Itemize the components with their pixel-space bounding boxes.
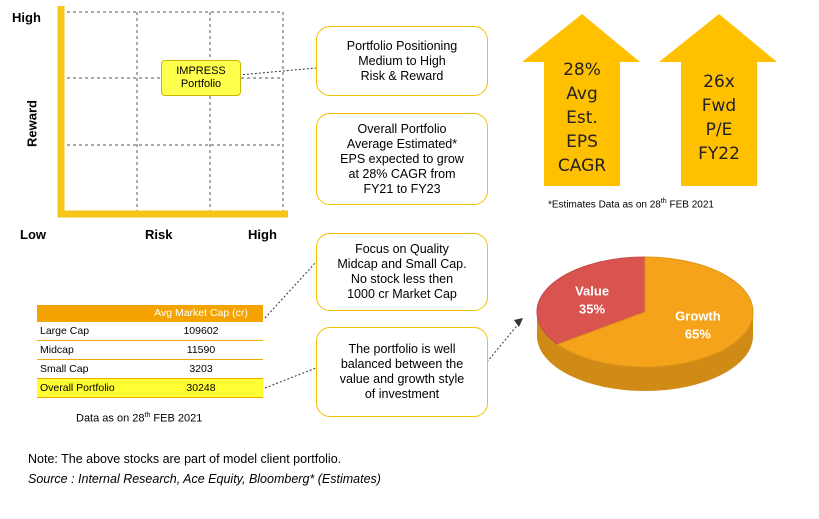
data-note: Data as on 28th FEB 2021 bbox=[76, 412, 203, 425]
style-pie-chart: Value 35% Growth 65% bbox=[536, 256, 754, 391]
pe-up-arrow bbox=[659, 14, 777, 186]
impress-portfolio-marker: IMPRESS Portfolio bbox=[161, 60, 241, 96]
balance-text: The portfolio is well balanced between t… bbox=[339, 342, 465, 401]
table-row-total: Overall Portfolio 30248 bbox=[37, 378, 263, 398]
axes bbox=[57, 6, 288, 218]
pie-value-growth: 65% bbox=[685, 326, 711, 341]
callout-connectors bbox=[238, 67, 521, 389]
row-value: 30248 bbox=[139, 378, 263, 398]
grid-lines bbox=[67, 11, 284, 212]
eps-up-arrow bbox=[522, 14, 640, 186]
pie-label-value: Value bbox=[575, 284, 609, 299]
pe-arrow-text: 26x Fwd P/E FY22 bbox=[698, 72, 740, 164]
connector-arrowhead bbox=[514, 318, 523, 327]
table-row: Large Cap 109602 bbox=[37, 321, 263, 341]
row-value: 11590 bbox=[139, 340, 263, 360]
y-axis-high-label: High bbox=[12, 10, 41, 25]
x-axis-title: Risk bbox=[145, 227, 173, 242]
x-axis-high-label: High bbox=[248, 227, 277, 242]
row-label: Midcap bbox=[37, 340, 139, 360]
table-row: Midcap 11590 bbox=[37, 340, 263, 360]
eps-arrow-text: 28% Avg Est. EPS CAGR bbox=[557, 60, 607, 176]
pie-value-value: 35% bbox=[579, 302, 605, 317]
positioning-callout: Portfolio Positioning Medium to High Ris… bbox=[316, 26, 488, 96]
pie-slice-value bbox=[536, 256, 646, 345]
quality-callout: Focus on Quality Midcap and Small Cap. N… bbox=[316, 233, 488, 311]
positioning-text: Portfolio Positioning Medium to High Ris… bbox=[346, 38, 458, 83]
footer-note: Note: The above stocks are part of model… bbox=[28, 452, 342, 466]
table-header-row: Avg Market Cap (cr) bbox=[37, 305, 263, 322]
x-axis-low-label: Low bbox=[20, 227, 46, 242]
row-value: 109602 bbox=[139, 321, 263, 341]
row-label: Large Cap bbox=[37, 321, 139, 341]
pie-side-wall bbox=[537, 312, 753, 391]
market-cap-table: Avg Market Cap (cr) Large Cap 109602 Mid… bbox=[37, 305, 263, 398]
table-header: Avg Market Cap (cr) bbox=[139, 305, 263, 322]
impress-portfolio-label: IMPRESS Portfolio bbox=[176, 65, 226, 90]
pie-slice-growth bbox=[556, 256, 754, 368]
pie-label-growth: Growth bbox=[675, 308, 721, 323]
footer-source: Source : Internal Research, Ace Equity, … bbox=[28, 472, 381, 486]
eps-callout: Overall Portfolio Average Estimated* EPS… bbox=[316, 113, 488, 205]
quality-text: Focus on Quality Midcap and Small Cap. N… bbox=[337, 242, 467, 301]
row-label: Overall Portfolio bbox=[37, 378, 139, 398]
eps-text: Overall Portfolio Average Estimated* EPS… bbox=[340, 121, 464, 196]
estimates-note: *Estimates Data as on 28th FEB 2021 bbox=[548, 198, 714, 211]
row-label: Small Cap bbox=[37, 359, 139, 379]
balance-callout: The portfolio is well balanced between t… bbox=[316, 327, 488, 417]
table-row: Small Cap 3203 bbox=[37, 359, 263, 379]
row-value: 3203 bbox=[139, 359, 263, 379]
